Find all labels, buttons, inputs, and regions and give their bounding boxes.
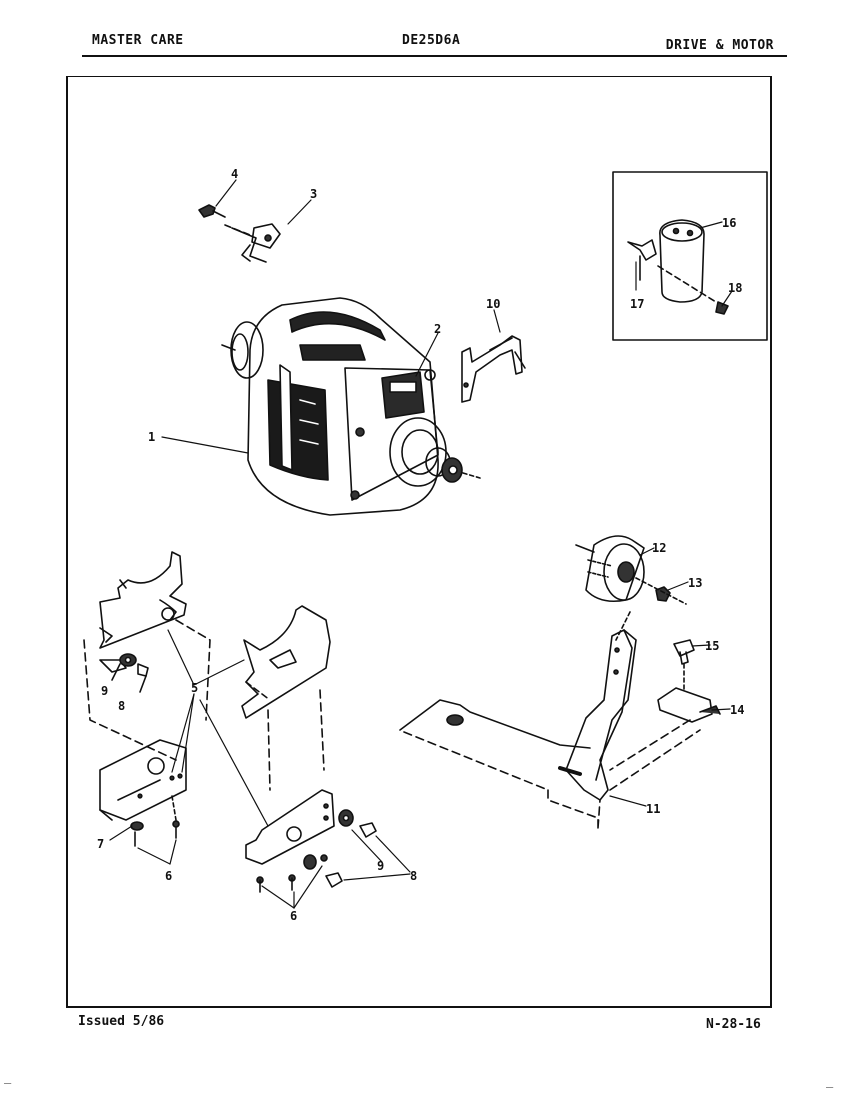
callout-3: 3 xyxy=(310,187,317,201)
footer-issued-date: Issued 5/86 xyxy=(78,1014,165,1029)
bracket-part-10 xyxy=(461,335,526,403)
capacitor-inset-box xyxy=(612,171,768,341)
idler-pulley-part-12 xyxy=(575,535,645,603)
motor-part-1 xyxy=(221,297,481,516)
callout-12: 12 xyxy=(652,541,666,555)
idler-arm-part-11 xyxy=(565,611,637,801)
callout-8-left: 8 xyxy=(118,699,125,713)
callout-18: 18 xyxy=(728,281,742,295)
center-lower-bracket xyxy=(245,789,335,865)
header-model-number: DE25D6A xyxy=(402,33,461,48)
callout-2: 2 xyxy=(434,322,441,336)
callout-11: 11 xyxy=(646,802,660,816)
diagram-frame xyxy=(66,76,772,1008)
callout-15: 15 xyxy=(705,639,719,653)
callout-9-center: 9 xyxy=(377,859,384,873)
callout-9-left: 9 xyxy=(101,684,108,698)
left-motor-mount xyxy=(83,551,211,761)
left-nut-washer xyxy=(111,653,149,693)
bracket-part-14 xyxy=(657,663,721,723)
header-rule xyxy=(82,55,787,57)
header-model-brand: MASTER CARE xyxy=(92,33,184,48)
left-screws xyxy=(130,795,180,847)
callout-17: 17 xyxy=(630,297,644,311)
callout-10: 10 xyxy=(486,297,500,311)
callout-7: 7 xyxy=(97,837,104,851)
leader-lines xyxy=(109,179,733,909)
base-plate xyxy=(399,699,701,829)
footer-page-code: N-28-16 xyxy=(706,1017,761,1032)
margin-mark-right: _ xyxy=(826,1074,834,1088)
terminal-block-part-2 xyxy=(381,371,425,419)
center-motor-mount xyxy=(241,605,331,791)
header-section-title: DRIVE & MOTOR xyxy=(665,38,774,53)
callout-6-left: 6 xyxy=(165,869,172,883)
margin-mark-left: _ xyxy=(4,1070,12,1084)
callout-labels: 1 2 3 4 5 6 6 6 7 8 8 8 9 9 10 11 12 13 … xyxy=(97,167,744,923)
left-lower-bracket xyxy=(99,739,187,821)
callout-1: 1 xyxy=(148,430,155,444)
bolt-part-13 xyxy=(635,577,687,605)
callout-6-center: 6 xyxy=(290,909,297,923)
callout-8-center: 8 xyxy=(410,869,417,883)
clip-part-3 xyxy=(224,223,281,263)
callout-13: 13 xyxy=(688,576,702,590)
callout-5: 5 xyxy=(191,681,198,695)
screw-part-15 xyxy=(673,639,695,665)
callout-16: 16 xyxy=(722,216,736,230)
callout-14: 14 xyxy=(730,703,744,717)
callout-4: 4 xyxy=(231,167,238,181)
screw-part-4 xyxy=(198,204,226,218)
center-nut-washer xyxy=(256,809,377,893)
